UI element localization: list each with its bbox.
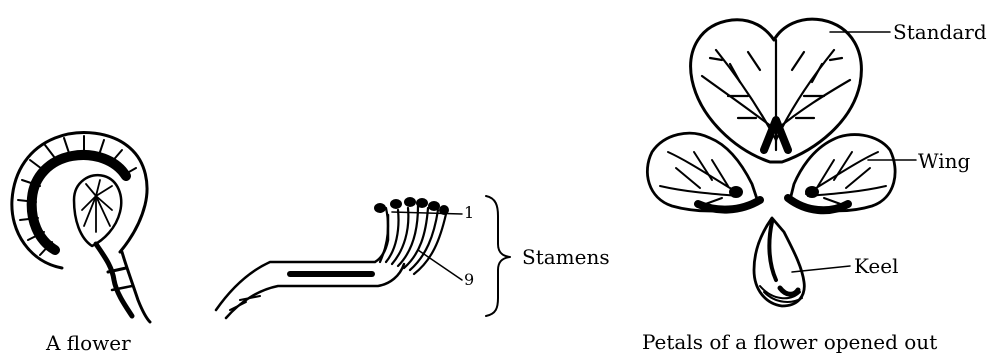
- left-wing-claw: [698, 200, 760, 210]
- stamens-label: Stamens: [522, 247, 610, 267]
- flower-illustration: [12, 133, 150, 322]
- left-wing-veins: [660, 152, 740, 206]
- stamen-filaments: [380, 206, 446, 274]
- flower-calyx: [96, 244, 132, 316]
- flower-caption: A flower: [46, 333, 131, 353]
- leader-line-1: [392, 212, 462, 214]
- stamen-number-9: 9: [464, 272, 474, 288]
- stamen-number-1: 1: [464, 205, 474, 221]
- staminal-tube: [216, 215, 388, 310]
- right-wing-claw: [788, 198, 848, 210]
- keel-label: Keel: [854, 256, 898, 276]
- flower-wing: [74, 175, 121, 246]
- wing-label: Wing: [918, 151, 970, 171]
- stamens-brace: [486, 196, 510, 316]
- standard-label: Standard: [893, 22, 987, 42]
- petals-caption: Petals of a flower opened out: [642, 332, 937, 352]
